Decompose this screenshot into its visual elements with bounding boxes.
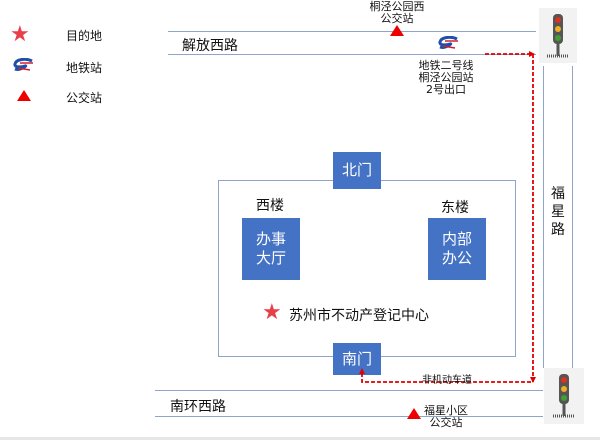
road-name-top: 解放西路 (182, 38, 238, 54)
road-edge (155, 416, 543, 417)
west-building: 办事大厅 (242, 218, 300, 280)
label-line: 公交站 (380, 12, 414, 25)
label-line: 公交站 (429, 416, 463, 429)
north-gate: 北门 (333, 152, 381, 189)
label-line: 地铁二号线 (418, 59, 474, 72)
metro-icon (13, 58, 33, 71)
path-label: 非机动车道 (422, 375, 472, 386)
bus-stop-label-top: 桐泾公园西公交站 (366, 1, 428, 25)
label-line: 大厅 (255, 249, 286, 267)
bus-stop-icon (407, 408, 421, 419)
bottom-strip (0, 437, 600, 440)
east-building-name: 东楼 (441, 200, 469, 216)
destination-label: 苏州市不动产登记中心 (289, 308, 429, 324)
label-line: 2号出口 (426, 83, 466, 96)
label-line: 桐泾公园西 (369, 0, 425, 13)
label-line: 福星小区 (424, 404, 468, 417)
traffic-light-icon (539, 8, 577, 63)
road-name-bottom: 南环西路 (170, 399, 226, 415)
road-edge (168, 54, 536, 55)
west-building-name: 西楼 (256, 198, 284, 214)
label-line: 办公 (441, 249, 472, 267)
bus-stop-icon (17, 90, 31, 101)
road-edge (572, 66, 573, 368)
east-building: 内部办公 (428, 218, 486, 280)
traffic-light-icon (544, 368, 584, 424)
road-edge (543, 66, 544, 368)
road-edge (168, 31, 536, 32)
metro-icon (438, 36, 458, 49)
legend-label: 公交站 (66, 91, 103, 105)
bus-stop-label-bottom: 福星小区公交站 (420, 405, 472, 429)
label-line: 办事 (255, 230, 286, 248)
road-name-right: 福星路 (551, 186, 565, 238)
label-line: 内部 (441, 230, 472, 248)
bus-stop-icon (390, 25, 404, 36)
star-icon: ★ (262, 300, 282, 325)
label-line: 桐泾公园站 (418, 71, 474, 84)
star-icon: ★ (10, 22, 30, 47)
legend-label: 地铁站 (66, 61, 103, 75)
legend-label: 目的地 (66, 29, 103, 43)
south-gate: 南门 (333, 343, 381, 375)
road-edge (155, 390, 543, 391)
